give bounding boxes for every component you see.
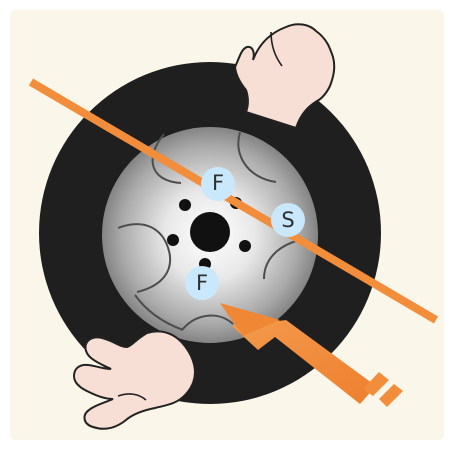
center-hole xyxy=(190,212,230,252)
lug-hole xyxy=(239,240,251,252)
marker-bottom-label: F xyxy=(196,271,208,295)
marker-top-label: F xyxy=(212,171,224,195)
marker-side-label: S xyxy=(281,208,294,232)
marker-bottom: F xyxy=(185,266,219,300)
lug-hole xyxy=(167,234,179,246)
lug-hole xyxy=(179,199,191,211)
marker-top: F xyxy=(201,167,235,201)
marker-side: S xyxy=(271,203,305,237)
